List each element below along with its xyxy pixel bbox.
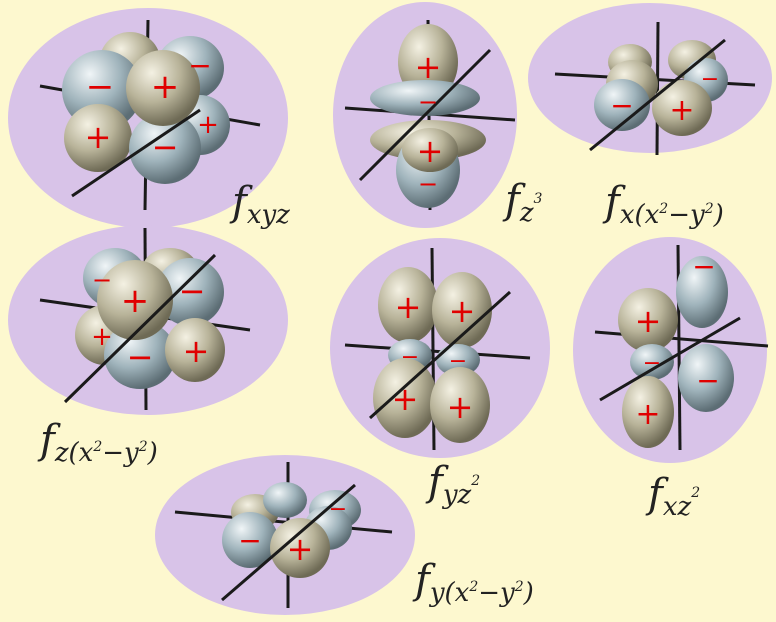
sign-plus: + bbox=[449, 292, 476, 330]
lobe-plus bbox=[618, 288, 678, 352]
lobe-minus bbox=[129, 112, 201, 184]
orbital-fz3: + − + − bbox=[344, 19, 516, 211]
sign-minus: − bbox=[152, 128, 179, 166]
lobe-plus bbox=[373, 358, 437, 438]
sign-plus: + bbox=[417, 132, 444, 170]
label-fz: fz(x2−y2) bbox=[40, 417, 158, 468]
sign-plus: + bbox=[635, 302, 662, 340]
sign-minus: − bbox=[610, 89, 633, 122]
lobe-minus bbox=[222, 512, 278, 568]
sign-minus: − bbox=[696, 364, 719, 397]
sign-minus: − bbox=[418, 88, 438, 116]
sign-minus: − bbox=[188, 49, 211, 82]
sign-minus: − bbox=[127, 338, 154, 376]
label-fxz2: fxz2 bbox=[648, 471, 701, 522]
sign-minus: − bbox=[643, 351, 661, 376]
sign-plus: + bbox=[447, 388, 474, 426]
lobe-plus bbox=[402, 128, 458, 172]
sign-plus: + bbox=[183, 332, 210, 370]
lobe-minus bbox=[263, 482, 307, 518]
orbital-fyz2: + + − − + + bbox=[344, 247, 531, 451]
orbital-fz: + − − + + − bbox=[39, 227, 251, 411]
lobe-minus bbox=[594, 79, 650, 131]
sign-plus: + bbox=[121, 281, 150, 321]
sign-plus: + bbox=[669, 93, 694, 128]
lobe-plus bbox=[97, 260, 173, 340]
label-fy: fy(x2−y2) bbox=[415, 557, 534, 608]
sign-minus: − bbox=[92, 266, 112, 294]
lobe-minus bbox=[678, 344, 734, 412]
orbital-fy: − + − bbox=[174, 462, 393, 608]
lobe-plus bbox=[378, 267, 438, 343]
label-fx: fx(x2−y2) bbox=[605, 179, 724, 230]
lobe-plus bbox=[622, 376, 674, 448]
label-fz3: fz3 bbox=[505, 177, 543, 228]
sign-minus: − bbox=[238, 524, 261, 557]
lobe-plus bbox=[432, 272, 492, 348]
sign-plus: + bbox=[85, 118, 112, 156]
label-fxyz: fxyz bbox=[232, 179, 290, 230]
sign-plus: + bbox=[91, 322, 113, 352]
lobe-plus bbox=[430, 367, 490, 443]
lobe-plus bbox=[126, 50, 200, 126]
orbital-fxyz: − + − + − + bbox=[39, 19, 261, 211]
lobe-minus bbox=[436, 344, 480, 376]
sign-plus: + bbox=[392, 380, 419, 418]
lobe-minus bbox=[630, 344, 674, 380]
sign-plus: + bbox=[287, 530, 314, 568]
sign-minus: − bbox=[418, 170, 438, 198]
sign-plus: + bbox=[415, 48, 442, 86]
sign-minus: − bbox=[449, 349, 467, 374]
orbital-fxz2: − + − − + bbox=[594, 244, 769, 451]
lobe-plus bbox=[270, 518, 330, 578]
sign-minus: − bbox=[86, 67, 115, 107]
lobe-plus bbox=[64, 104, 132, 172]
lobe-plus bbox=[165, 318, 225, 382]
lobe-minus bbox=[676, 256, 728, 328]
sign-plus: + bbox=[635, 397, 660, 432]
sign-minus: − bbox=[701, 67, 719, 92]
lobe-plus bbox=[652, 80, 712, 136]
lobe-minus bbox=[156, 258, 224, 326]
sign-minus: − bbox=[179, 272, 206, 310]
sign-plus: + bbox=[151, 67, 180, 107]
sign-minus: − bbox=[329, 497, 347, 522]
sign-plus: + bbox=[197, 110, 219, 140]
orbital-fx: − + − bbox=[554, 21, 756, 156]
sign-minus: − bbox=[401, 345, 419, 370]
sign-plus: + bbox=[395, 288, 422, 326]
sign-minus: − bbox=[692, 250, 715, 283]
label-fyz2: fyz2 bbox=[428, 459, 481, 510]
lobe-minus bbox=[104, 321, 176, 389]
